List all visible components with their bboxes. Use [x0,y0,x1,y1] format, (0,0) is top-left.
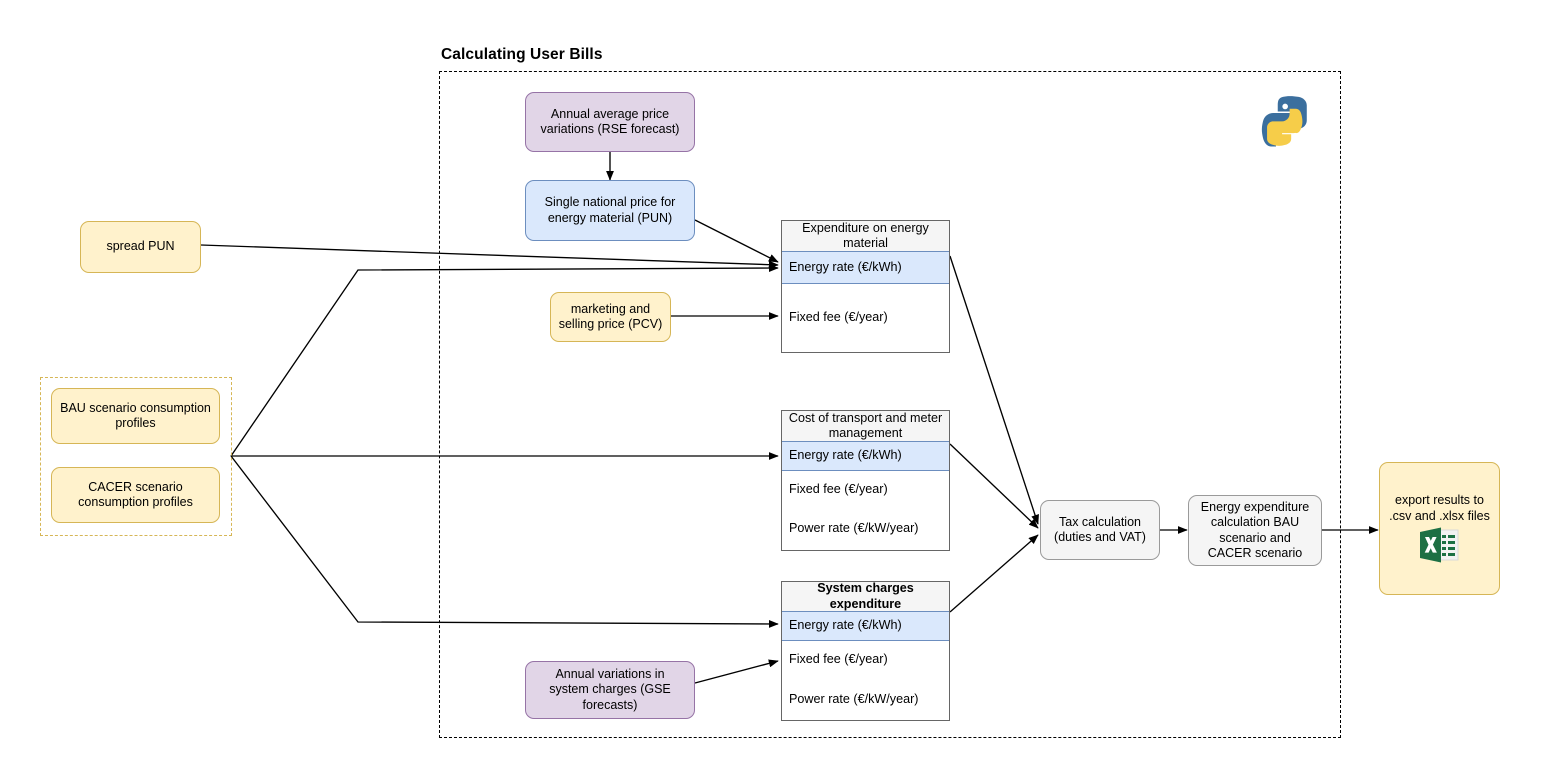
table-row[interactable]: Energy rate (€/kWh) [782,251,949,284]
python-logo-icon [1259,90,1321,157]
consumption-profiles-group [40,377,232,536]
table-system-charges-expenditure: System charges expenditure Energy rate (… [781,581,950,721]
table-header: Cost of transport and meter management [782,411,949,442]
export-results-box[interactable]: export results to .csv and .xlsx files [1379,462,1500,595]
tax-calculation-box[interactable]: Tax calculation (duties and VAT) [1040,500,1160,560]
page-title: Calculating User Bills [441,46,603,63]
pun-label: Single national price for energy materia… [544,195,676,225]
rse-forecast-label: Annual average price variations (RSE for… [540,106,680,136]
table-header: Expenditure on energy material [782,221,949,252]
table-expenditure-energy-material: Expenditure on energy material Energy ra… [781,220,950,353]
bau-scenario-box[interactable]: BAU scenario consumption profiles [51,388,220,444]
table-row[interactable]: Energy rate (€/kWh) [782,611,949,641]
table-row[interactable]: Fixed fee (€/year) [789,652,888,667]
table-row[interactable]: Power rate (€/kW/year) [789,691,919,706]
pcv-box[interactable]: marketing and selling price (PCV) [550,292,671,342]
table-header: System charges expenditure [782,581,949,612]
bau-scenario-label: BAU scenario consumption profiles [60,400,211,430]
gse-forecast-box[interactable]: Annual variations in system charges (GSE… [525,661,695,719]
calculating-user-bills-boundary [439,71,1341,738]
rse-forecast-box[interactable]: Annual average price variations (RSE for… [525,92,695,152]
spread-pun-box[interactable]: spread PUN [80,221,201,273]
table-transport-meter-management: Cost of transport and meter management E… [781,410,950,551]
excel-file-icon [1418,526,1462,564]
table-row[interactable]: Energy rate (€/kWh) [782,441,949,471]
spread-pun-label: spread PUN [106,239,175,254]
table-row[interactable]: Fixed fee (€/year) [789,310,888,325]
energy-expenditure-calculation-label: Energy expenditure calculation BAU scena… [1200,500,1310,560]
table-row[interactable]: Fixed fee (€/year) [789,481,888,496]
pcv-label: marketing and selling price (PCV) [558,301,663,331]
pun-box[interactable]: Single national price for energy materia… [525,180,695,241]
export-results-label: export results to .csv and .xlsx files [1389,493,1490,523]
cacer-scenario-box[interactable]: CACER scenario consumption profiles [51,467,220,523]
tax-calculation-label: Tax calculation (duties and VAT) [1054,514,1146,544]
cacer-scenario-label: CACER scenario consumption profiles [78,479,193,509]
gse-forecast-label: Annual variations in system charges (GSE… [549,667,671,712]
table-row[interactable]: Power rate (€/kW/year) [789,521,919,536]
energy-expenditure-calculation-box[interactable]: Energy expenditure calculation BAU scena… [1188,495,1322,566]
